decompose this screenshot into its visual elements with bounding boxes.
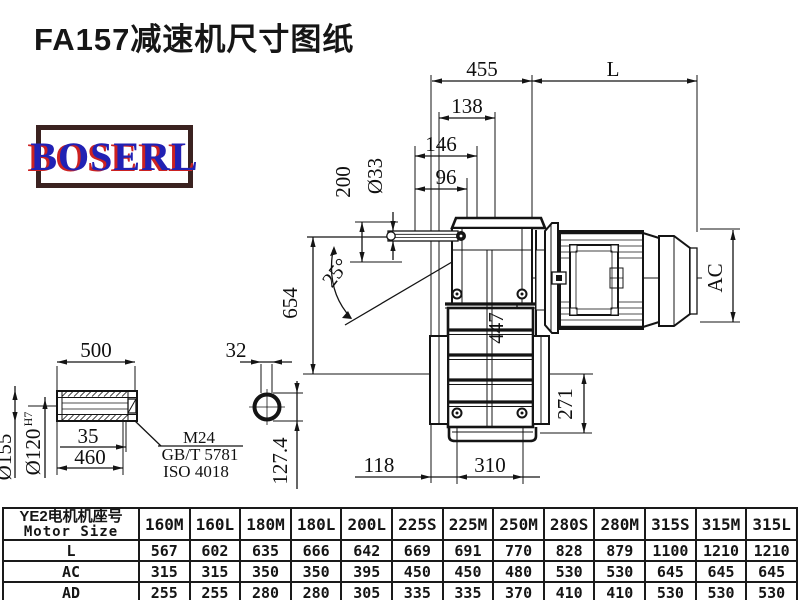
output-shaft-detail <box>56 390 138 422</box>
shaft-cross-section <box>249 389 285 425</box>
table-cell: 305 <box>340 581 394 600</box>
table-cell: 255 <box>138 581 191 600</box>
table-cell: 280 <box>239 581 292 600</box>
col-header-180L: 180L <box>289 506 343 542</box>
table-cell: 567 <box>138 539 191 563</box>
input-shaft <box>386 230 466 242</box>
table-cell: 602 <box>188 539 242 563</box>
dim-label-32: 32 <box>226 338 247 362</box>
table-cell: 530 <box>593 560 647 584</box>
col-header-180M: 180M <box>239 506 292 542</box>
table-cell: 255 <box>188 581 242 600</box>
dim-label-447: 447 <box>484 312 508 344</box>
table-cell: 280 <box>289 581 343 600</box>
table-cell: 828 <box>542 539 596 563</box>
dim-label-455: 455 <box>466 57 498 81</box>
dim-label-35: 35 <box>78 424 99 448</box>
col-header-160M: 160M <box>138 506 191 542</box>
col-header-280S: 280S <box>542 506 596 542</box>
dim-label-d120-tolerance: H7 <box>21 412 35 427</box>
table-cell: 669 <box>391 539 444 563</box>
table-cell: 410 <box>542 581 596 600</box>
motor-size-header-cn: YE2电机机座号 <box>19 508 123 525</box>
motor-body <box>535 222 698 334</box>
col-header-225M: 225M <box>441 506 495 542</box>
table-cell: 530 <box>694 581 748 600</box>
standard-label-iso: ISO 4018 <box>163 462 229 481</box>
table-cell: 635 <box>239 539 292 563</box>
table-cell: 450 <box>391 560 444 584</box>
table-cell: 645 <box>644 560 697 584</box>
table-cell: 645 <box>745 560 798 584</box>
dim-label-146: 146 <box>425 132 457 156</box>
dim-label-138: 138 <box>451 94 483 118</box>
table-cell: 666 <box>289 539 343 563</box>
gearbox-body <box>429 216 550 443</box>
logo-text: BOSERL <box>30 133 199 179</box>
standard-label-gbt: GB/T 5781 <box>162 445 239 464</box>
dim-label-654: 654 <box>278 287 302 319</box>
table-cell: 1100 <box>644 539 697 563</box>
col-header-315M: 315M <box>694 506 748 542</box>
dim-label-d120: Ø120 <box>21 429 45 476</box>
table-cell: 315 <box>188 560 242 584</box>
col-header-315L: 315L <box>745 506 798 542</box>
table-cell: 645 <box>694 560 748 584</box>
dim-label-310: 310 <box>474 453 506 477</box>
dim-label-d33: Ø33 <box>363 158 387 194</box>
col-header-160L: 160L <box>188 506 242 542</box>
table-cell: 1210 <box>694 539 748 563</box>
dim-label-200: 200 <box>331 166 355 198</box>
table-cell: 480 <box>492 560 545 584</box>
table-cell: 395 <box>340 560 394 584</box>
table-cell: 530 <box>542 560 596 584</box>
table-cell: 642 <box>340 539 394 563</box>
col-header-225S: 225S <box>391 506 444 542</box>
table-cell: 530 <box>644 581 697 600</box>
table-cell: 335 <box>441 581 495 600</box>
table-cell: 350 <box>239 560 292 584</box>
col-header-315S: 315S <box>644 506 697 542</box>
table-cell: 315 <box>138 560 191 584</box>
table-cell: 530 <box>745 581 798 600</box>
dim-label-127-4: 127.4 <box>268 437 292 485</box>
table-cell: 350 <box>289 560 343 584</box>
dim-label-118: 118 <box>364 453 395 477</box>
dim-label-AC: AC <box>703 263 727 292</box>
boserl-logo: BOSERL <box>30 125 198 188</box>
col-header-250M: 250M <box>492 506 545 542</box>
dim-label-L: L <box>607 57 620 81</box>
table-cell: 691 <box>441 539 495 563</box>
motor-size-header-cell: YE2电机机座号 Motor Size <box>2 506 140 542</box>
thread-label-m24: M24 <box>183 428 216 447</box>
table-cell: 1210 <box>745 539 798 563</box>
dim-label-271: 271 <box>553 388 577 420</box>
dim-label-96: 96 <box>436 165 457 189</box>
col-header-280M: 280M <box>593 506 647 542</box>
page-title: FA157减速机尺寸图纸 <box>34 22 355 57</box>
col-header-200L: 200L <box>340 506 394 542</box>
dim-label-25deg: 25° <box>317 254 354 292</box>
row-label-AD: AD <box>2 581 140 600</box>
row-label-L: L <box>2 539 140 563</box>
table-cell: 770 <box>492 539 545 563</box>
table-cell: 370 <box>492 581 545 600</box>
table-cell: 335 <box>391 581 444 600</box>
table-cell: 450 <box>441 560 495 584</box>
dim-label-500: 500 <box>80 338 112 362</box>
table-cell: 410 <box>593 581 647 600</box>
row-label-AC: AC <box>2 560 140 584</box>
flange-bolts <box>451 288 528 419</box>
dim-label-d155: Ø155 <box>0 434 16 481</box>
motor-size-header-en: Motor Size <box>23 523 119 540</box>
dim-label-460: 460 <box>74 445 106 469</box>
table-cell: 879 <box>593 539 647 563</box>
